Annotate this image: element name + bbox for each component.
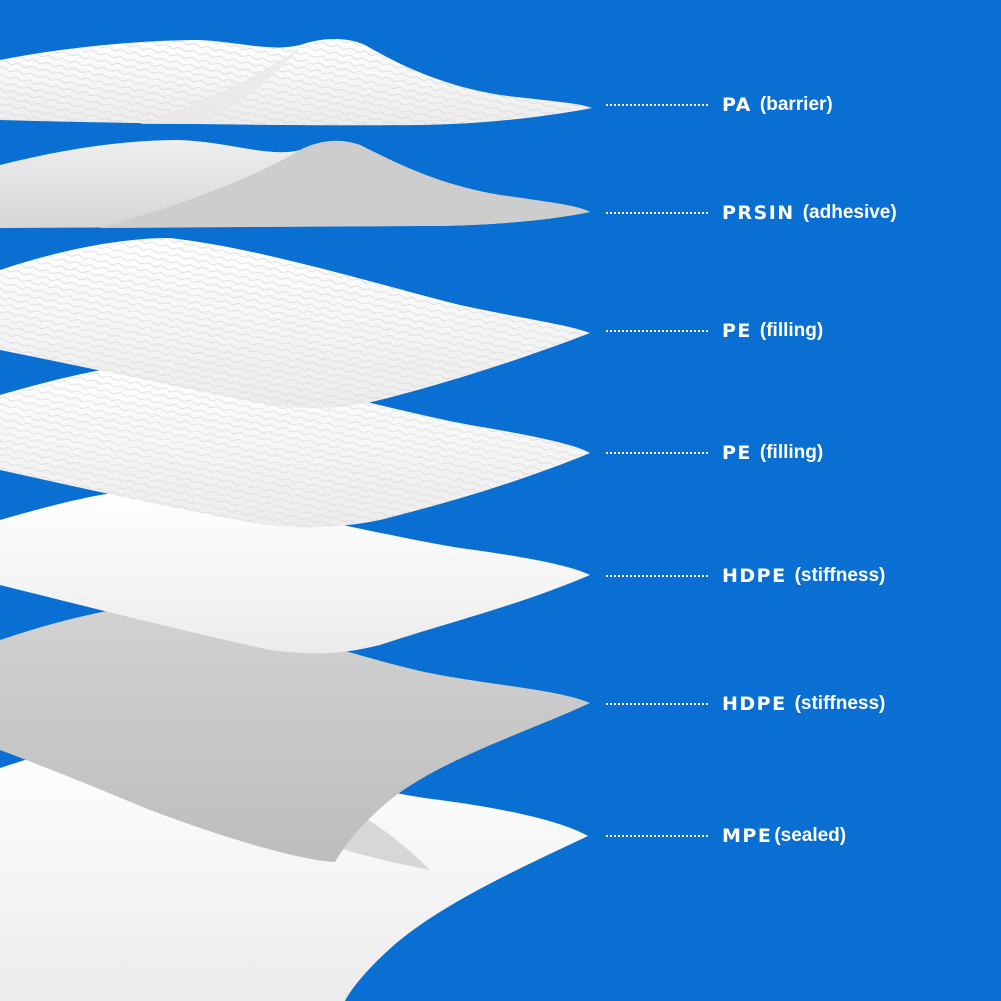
layer-code: PE — [722, 442, 752, 464]
layer-code: HDPE — [722, 565, 787, 587]
layer-description: (barrier) — [759, 94, 833, 115]
layer-label-hdpe-2: HDPE (stiffness) — [606, 689, 885, 719]
layer-code: HDPE — [722, 693, 787, 715]
leader-line — [606, 212, 708, 214]
leader-line — [606, 104, 708, 106]
layer-label-pe-2: PE (filling) — [606, 438, 823, 468]
layer-description: (stiffness) — [794, 565, 886, 586]
sheet-hdpe-white — [0, 489, 590, 654]
layer-code: PE — [722, 320, 752, 342]
sheet-prsin — [0, 140, 590, 228]
layer-label-mpe: MPE (sealed) — [606, 821, 846, 851]
sheet-hdpe-gray — [0, 605, 590, 862]
sheet-pe-1 — [0, 238, 590, 408]
leader-line — [606, 330, 708, 332]
layer-description: (sealed) — [774, 825, 847, 846]
layer-code: MPE — [722, 825, 773, 847]
layer-description: (adhesive) — [802, 202, 897, 223]
layer-description: (filling) — [759, 320, 824, 341]
leader-line — [606, 835, 708, 837]
layer-code: PA — [722, 94, 752, 116]
sheet-pa — [0, 38, 592, 126]
leader-line — [606, 575, 708, 577]
layer-description: (stiffness) — [794, 693, 886, 714]
sheet-pe-2 — [0, 363, 590, 528]
layer-description: (filling) — [759, 442, 824, 463]
layer-label-pe-1: PE (filling) — [606, 316, 823, 346]
layer-code: PRSIN — [722, 202, 795, 224]
leader-line — [606, 703, 708, 705]
layer-label-hdpe-1: HDPE (stiffness) — [606, 561, 885, 591]
leader-line — [606, 452, 708, 454]
layer-label-prsin: PRSIN (adhesive) — [606, 198, 897, 228]
layer-label-pa: PA (barrier) — [606, 90, 833, 120]
